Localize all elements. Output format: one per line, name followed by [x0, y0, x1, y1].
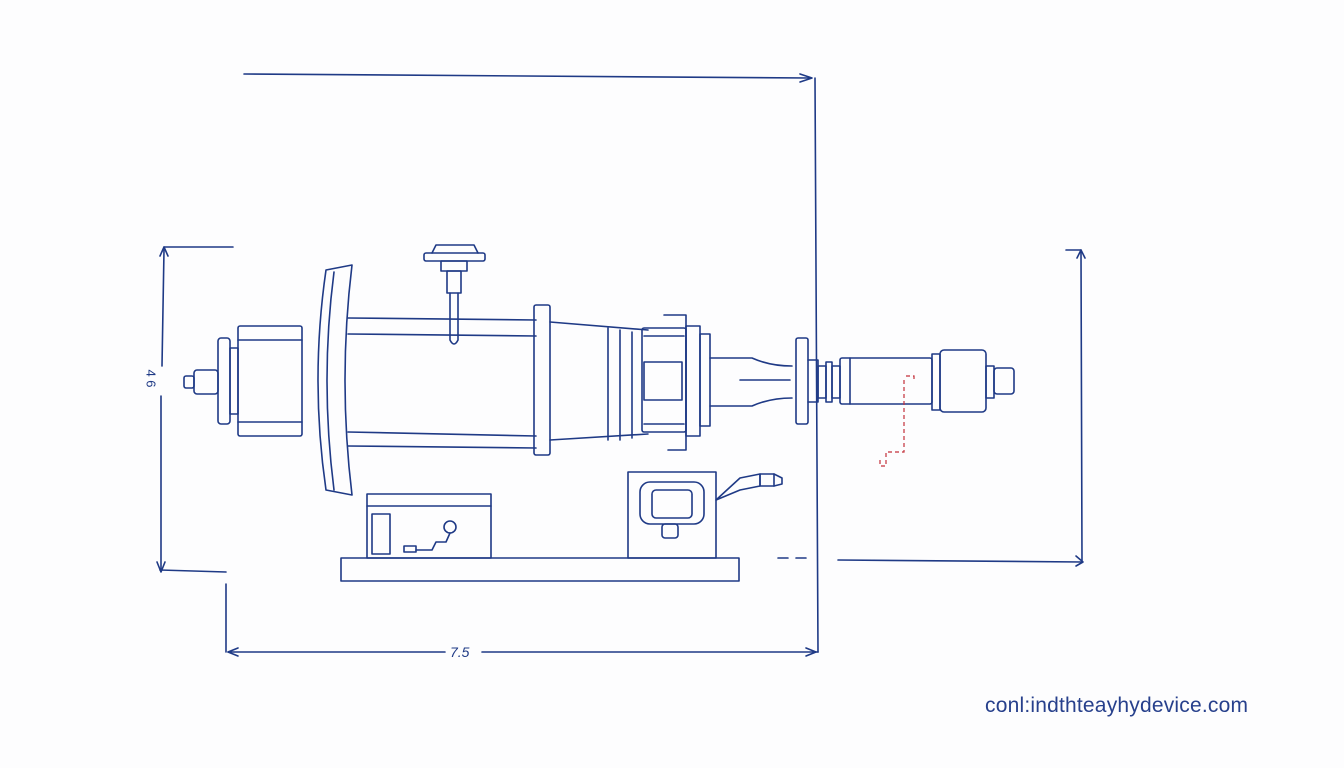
width-dimension-label: 7.5: [448, 644, 472, 660]
control-box: [366, 493, 492, 559]
coupling-housing: [641, 314, 711, 451]
height-dimension-left: [156, 246, 234, 573]
motor-unit: [627, 471, 783, 559]
red-indicator-mark: [879, 375, 915, 467]
height-dimension-right: [777, 249, 1086, 567]
top-valve: [423, 244, 486, 345]
base-plate: [340, 557, 740, 582]
height-dimension-label: 4 6: [143, 369, 159, 388]
middle-ring-flange: [533, 304, 551, 456]
right-end-fittings: [807, 349, 1015, 413]
left-shaft-cap: [183, 325, 303, 437]
watermark-text: conl:indthteayhydevice.com: [985, 694, 1249, 717]
dimension-frame: [225, 73, 819, 657]
main-cylinder-body: [347, 317, 649, 449]
curved-flange: [317, 264, 353, 496]
tapered-shaft: [709, 337, 809, 425]
